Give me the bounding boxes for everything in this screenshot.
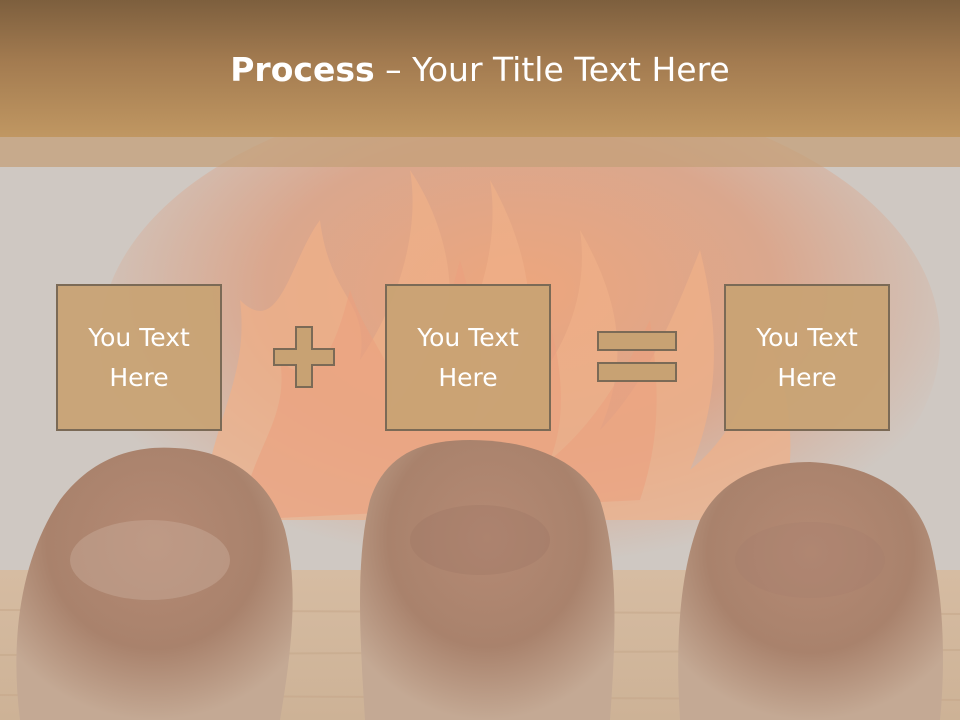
process-box-3[interactable]: You Text Here <box>724 284 890 431</box>
process-box-2[interactable]: You Text Here <box>385 284 551 431</box>
slide-title: Process – Your Title Text Here <box>0 50 960 89</box>
process-box-1[interactable]: You Text Here <box>56 284 222 431</box>
slide-title-rest: – Your Title Text Here <box>374 50 730 89</box>
plus-icon <box>273 326 335 388</box>
slide-title-bold: Process <box>230 50 375 89</box>
process-box-label: You Text Here <box>417 322 519 392</box>
title-bar-accent-strip <box>0 137 960 167</box>
process-box-label: You Text Here <box>88 322 190 392</box>
equals-icon <box>597 331 677 382</box>
title-bar <box>0 0 960 137</box>
process-box-label: You Text Here <box>756 322 858 392</box>
